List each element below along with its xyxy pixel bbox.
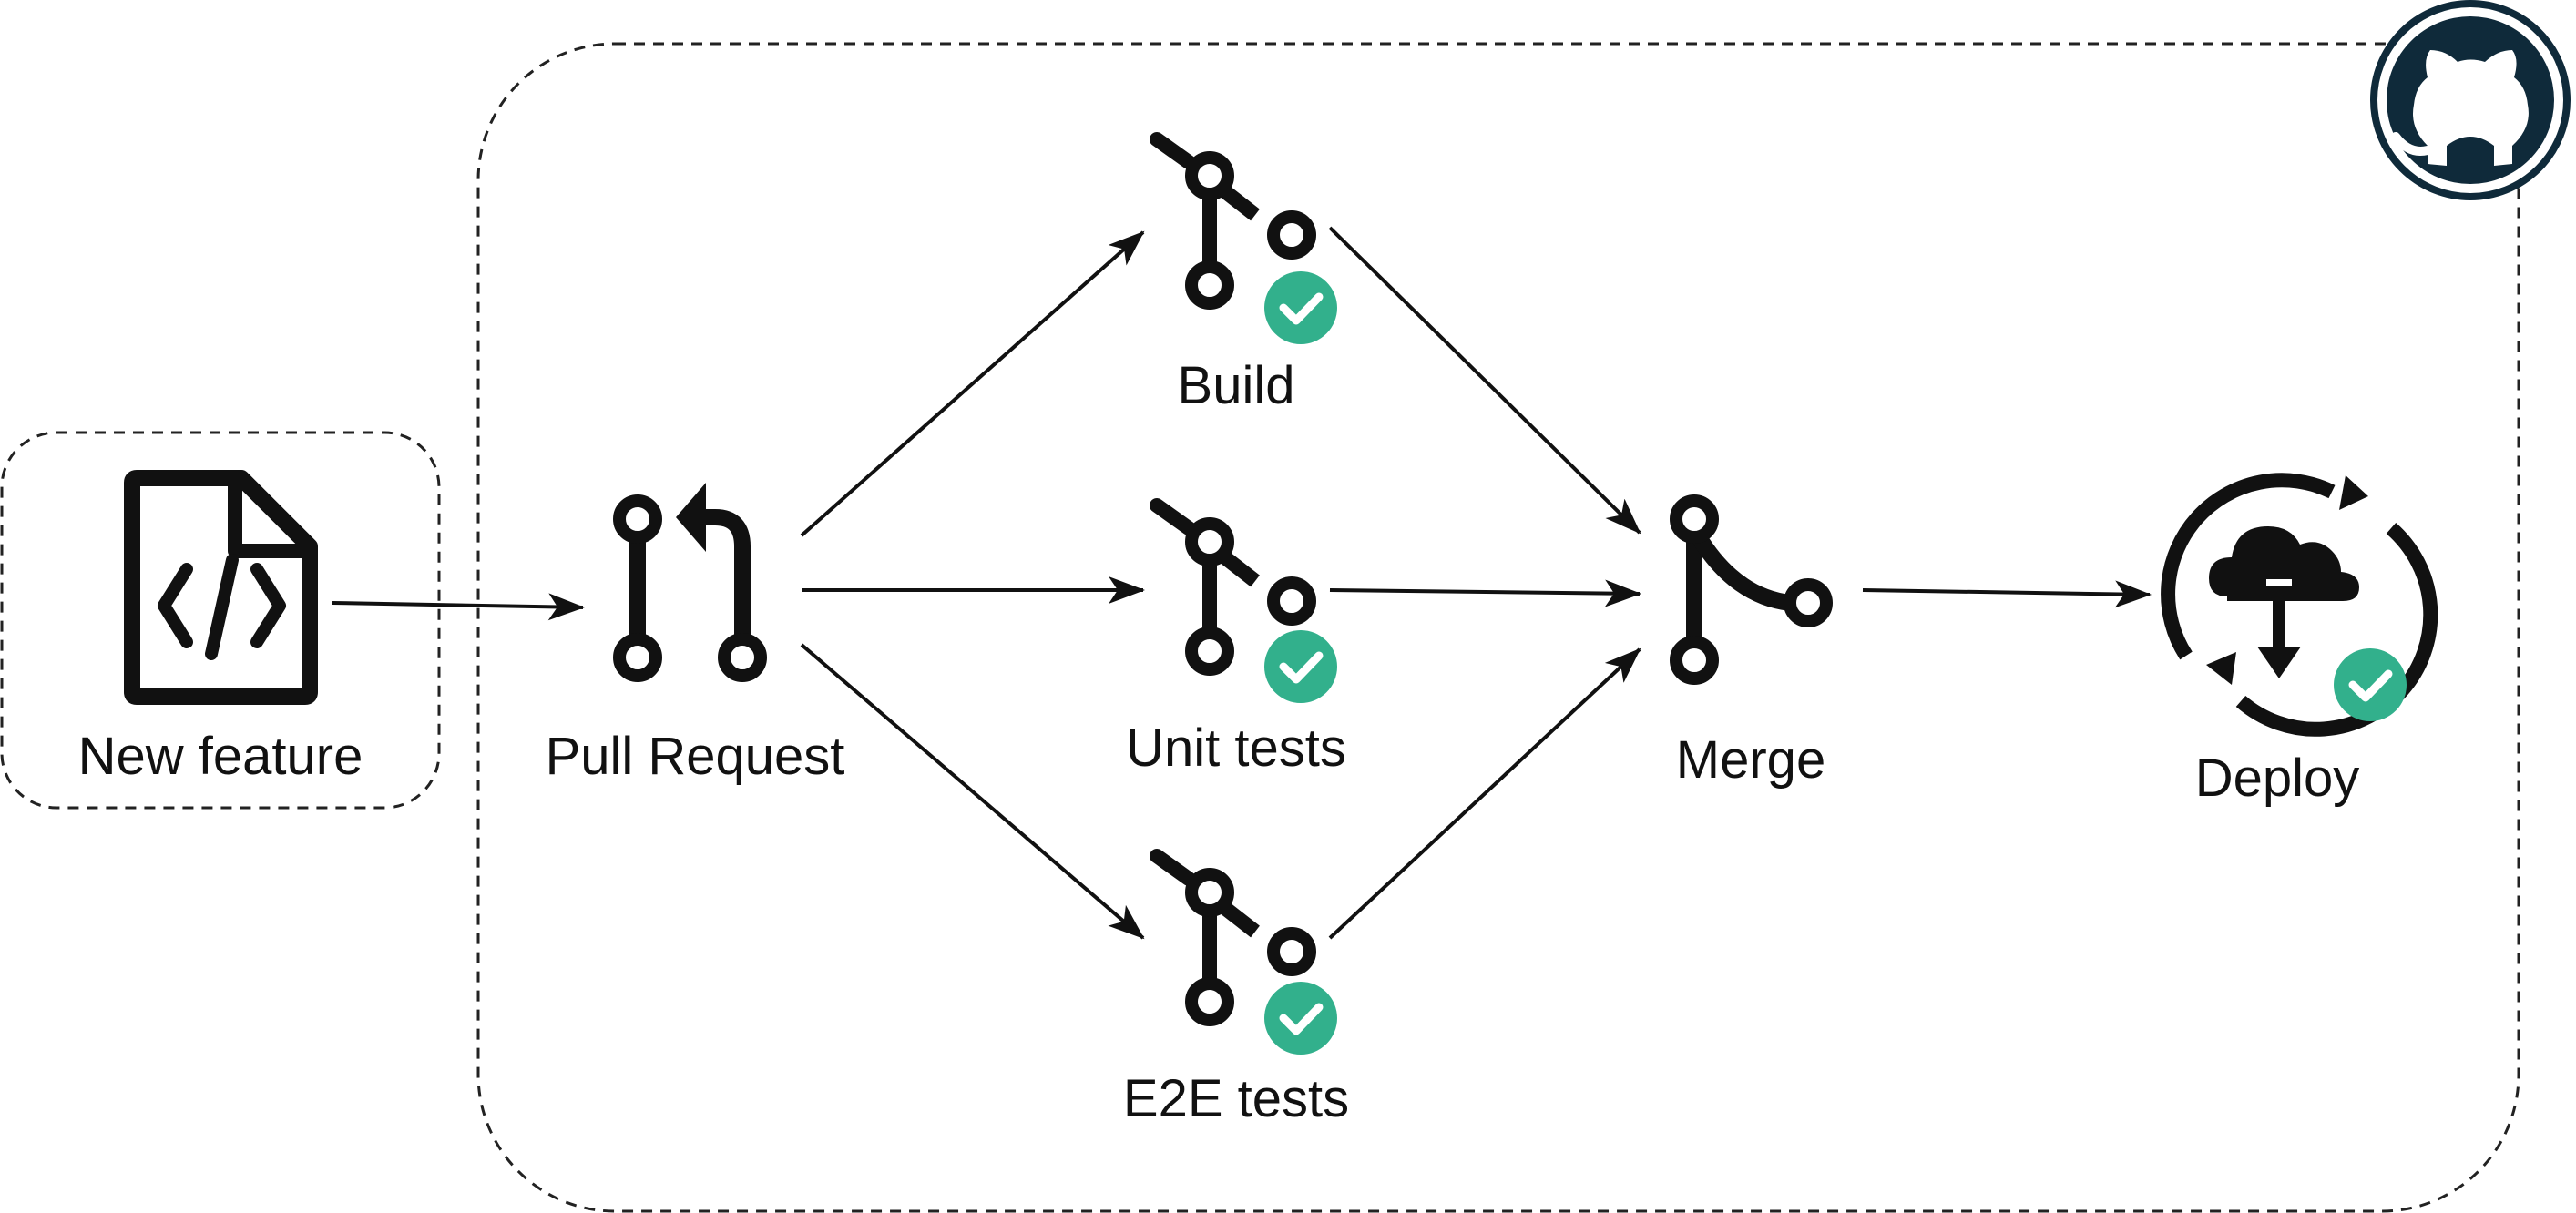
- edge-unit-tests-to-merge: [1329, 579, 1641, 607]
- edge-pull-request-to-e2e-tests: [800, 643, 1145, 940]
- edges: [332, 226, 2152, 940]
- new-feature-label: New feature: [77, 727, 363, 786]
- merge-label: Merge: [1675, 730, 1826, 790]
- deploy-label: Deploy: [2194, 749, 2360, 808]
- git-merge-icon: [1670, 494, 1833, 685]
- e2e-tests-label: E2E tests: [1122, 1069, 1350, 1128]
- code-file-icon: [124, 470, 318, 705]
- cloud-deploy-icon: [2161, 473, 2438, 737]
- edge-pull-request-to-build: [800, 230, 1145, 537]
- deploy-status-check-icon: [2334, 648, 2407, 721]
- github-workflow-boundary: [476, 42, 2520, 1213]
- build-label: Build: [1177, 356, 1295, 415]
- new-feature-boundary: [0, 431, 441, 810]
- e2e-tests-status-check-icon: [1264, 982, 1337, 1055]
- build-status-check-icon: [1264, 271, 1337, 344]
- github-octocat-icon: [2370, 0, 2571, 200]
- edge-build-to-merge: [1328, 226, 1641, 535]
- edge-e2e-tests-to-merge: [1328, 647, 1641, 940]
- unit-tests-status-check-icon: [1264, 630, 1337, 703]
- edge-new-feature-to-pull-request: [332, 593, 585, 621]
- pull-request-icon: [613, 483, 767, 682]
- pull-request-label: Pull Request: [545, 727, 845, 786]
- edge-merge-to-deploy: [1862, 580, 2152, 608]
- unit-tests-label: Unit tests: [1126, 719, 1346, 778]
